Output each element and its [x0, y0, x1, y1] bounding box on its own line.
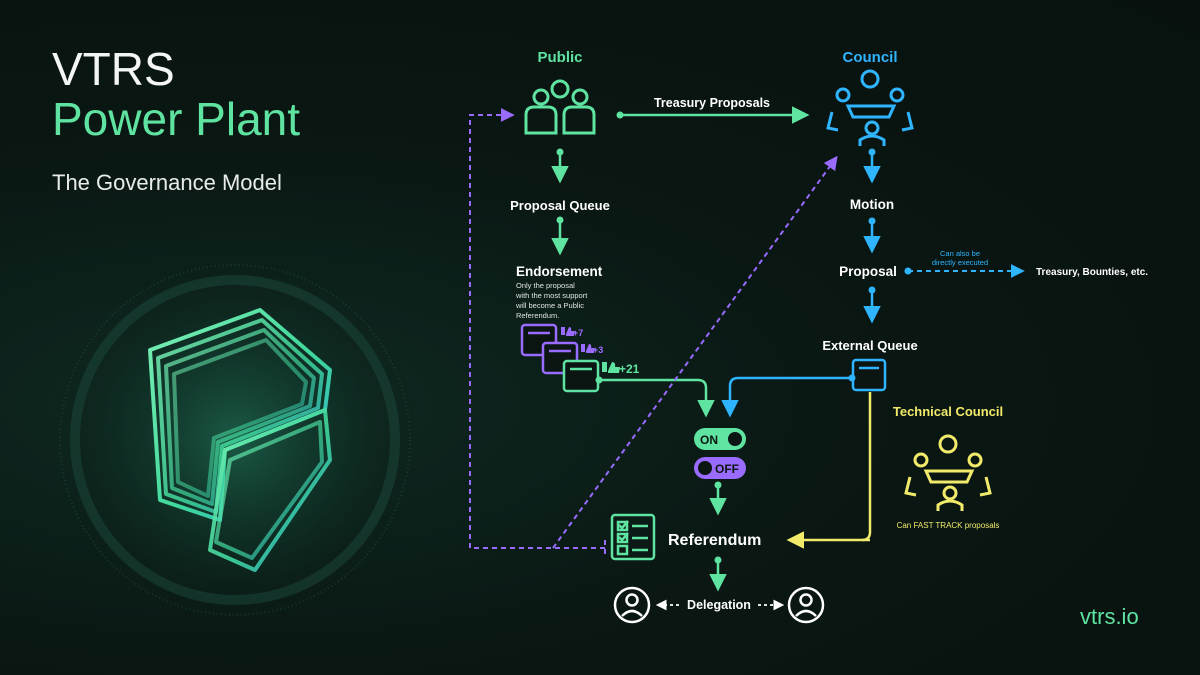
site-link[interactable]: vtrs.io	[1080, 604, 1139, 629]
external-queue-label: External Queue	[822, 338, 917, 353]
arrow-council-to-motion	[863, 148, 881, 184]
council-label: Council	[843, 49, 898, 66]
fast-track-note: Can FAST TRACK proposals	[897, 521, 1000, 530]
referendum-label: Referendum	[668, 532, 761, 549]
page-subtitle: The Governance Model	[52, 170, 282, 195]
vote-count-1: +7	[573, 328, 583, 338]
arrow-endorsement-to-toggle	[595, 376, 715, 418]
motion-label: Motion	[850, 197, 894, 212]
arrow-motion-to-proposal	[863, 217, 881, 254]
treasury-proposals-label: Treasury Proposals	[654, 96, 770, 110]
proposal-label: Proposal	[839, 264, 897, 279]
arrow-public-to-council	[616, 106, 810, 124]
arrow-queue-to-endorsement	[551, 216, 569, 256]
endorsement-note-2: with the most support	[515, 291, 588, 300]
user-avatar-icon-right	[787, 586, 825, 624]
toggle-on-switch[interactable]	[694, 428, 746, 450]
thumbs-up-icon	[561, 327, 575, 336]
ballot-checklist-icon	[610, 513, 656, 561]
public-group-icon	[524, 79, 596, 135]
arrow-external-queue-to-toggle	[721, 374, 856, 418]
proposal-card-3	[562, 359, 600, 393]
arrow-public-to-queue	[551, 148, 569, 184]
thumbs-up-icon	[602, 362, 620, 373]
referendum-feedback-to-public	[469, 108, 606, 556]
technical-council-label: Technical Council	[893, 404, 1003, 419]
toggle-on-label: ON	[700, 433, 718, 447]
endorsement-label: Endorsement	[516, 264, 603, 279]
council-group-icon	[826, 69, 914, 146]
arrow-referendum-to-delegation	[709, 556, 727, 592]
brand-title-line1: VTRS	[52, 43, 175, 95]
technical-council-group-icon	[904, 434, 992, 511]
direct-note-1: Can also be	[940, 249, 980, 258]
toggle-off-label: OFF	[715, 462, 739, 476]
arrow-external-queue-to-referendum	[786, 392, 872, 549]
proposal-queue-label: Proposal Queue	[510, 198, 610, 213]
endorsement-note-4: Referendum.	[516, 311, 559, 320]
treasury-bounties-label: Treasury, Bounties, etc.	[1036, 267, 1148, 278]
user-avatar-icon-left	[613, 586, 651, 624]
public-label: Public	[537, 49, 582, 66]
endorsement-note-3: will become a Public	[515, 301, 584, 310]
arrow-proposal-to-external-queue	[863, 286, 881, 324]
external-queue-card	[851, 358, 887, 392]
toggle-off-switch[interactable]	[694, 457, 746, 479]
brand-title-line2: Power Plant	[52, 93, 301, 145]
vote-count-3: +21	[619, 362, 640, 376]
delegation-label: Delegation	[687, 598, 751, 612]
vtrs-logo-art	[45, 250, 425, 630]
endorsement-note-1: Only the proposal	[516, 281, 575, 290]
vote-count-2: +3	[593, 345, 603, 355]
arrow-toggle-to-referendum	[709, 481, 727, 516]
thumbs-up-icon	[581, 344, 595, 353]
direct-note-2: directly executed	[932, 258, 988, 267]
arrow-proposal-to-treasury	[904, 264, 1025, 278]
